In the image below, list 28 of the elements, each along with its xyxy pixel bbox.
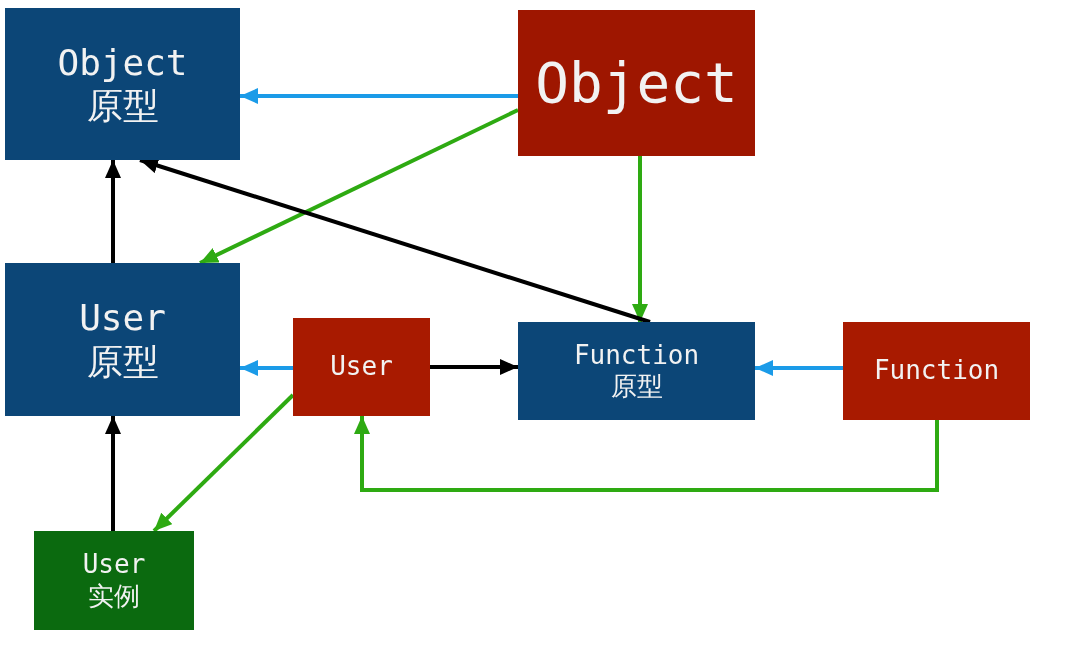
- box-label: User: [330, 351, 393, 383]
- box-label: 原型: [86, 339, 159, 383]
- arrow: [632, 156, 648, 322]
- box-label: 实例: [88, 580, 140, 612]
- class-box: [5, 263, 240, 416]
- class-box: [5, 8, 240, 160]
- box-label: 原型: [86, 84, 159, 128]
- arrow: [105, 416, 121, 531]
- class-box: [843, 322, 1030, 420]
- box-label: User: [82, 549, 146, 581]
- arrow: [199, 108, 519, 265]
- arrow: [240, 88, 518, 104]
- box-label: Object: [57, 40, 188, 84]
- arrow: [240, 360, 293, 376]
- class-box: [518, 322, 755, 420]
- arrow: [354, 416, 939, 492]
- arrow: [430, 359, 518, 375]
- box-label: Function: [873, 355, 1000, 387]
- box-label: User: [79, 296, 166, 340]
- class-box: [518, 10, 755, 156]
- arrow: [105, 160, 121, 263]
- class-box: [293, 318, 430, 416]
- box-label: Object: [535, 49, 738, 117]
- arrow: [755, 360, 843, 376]
- class-box: [34, 531, 194, 630]
- arrow: [152, 393, 295, 533]
- box-label: Function: [573, 339, 700, 371]
- box-label: 原型: [610, 371, 663, 403]
